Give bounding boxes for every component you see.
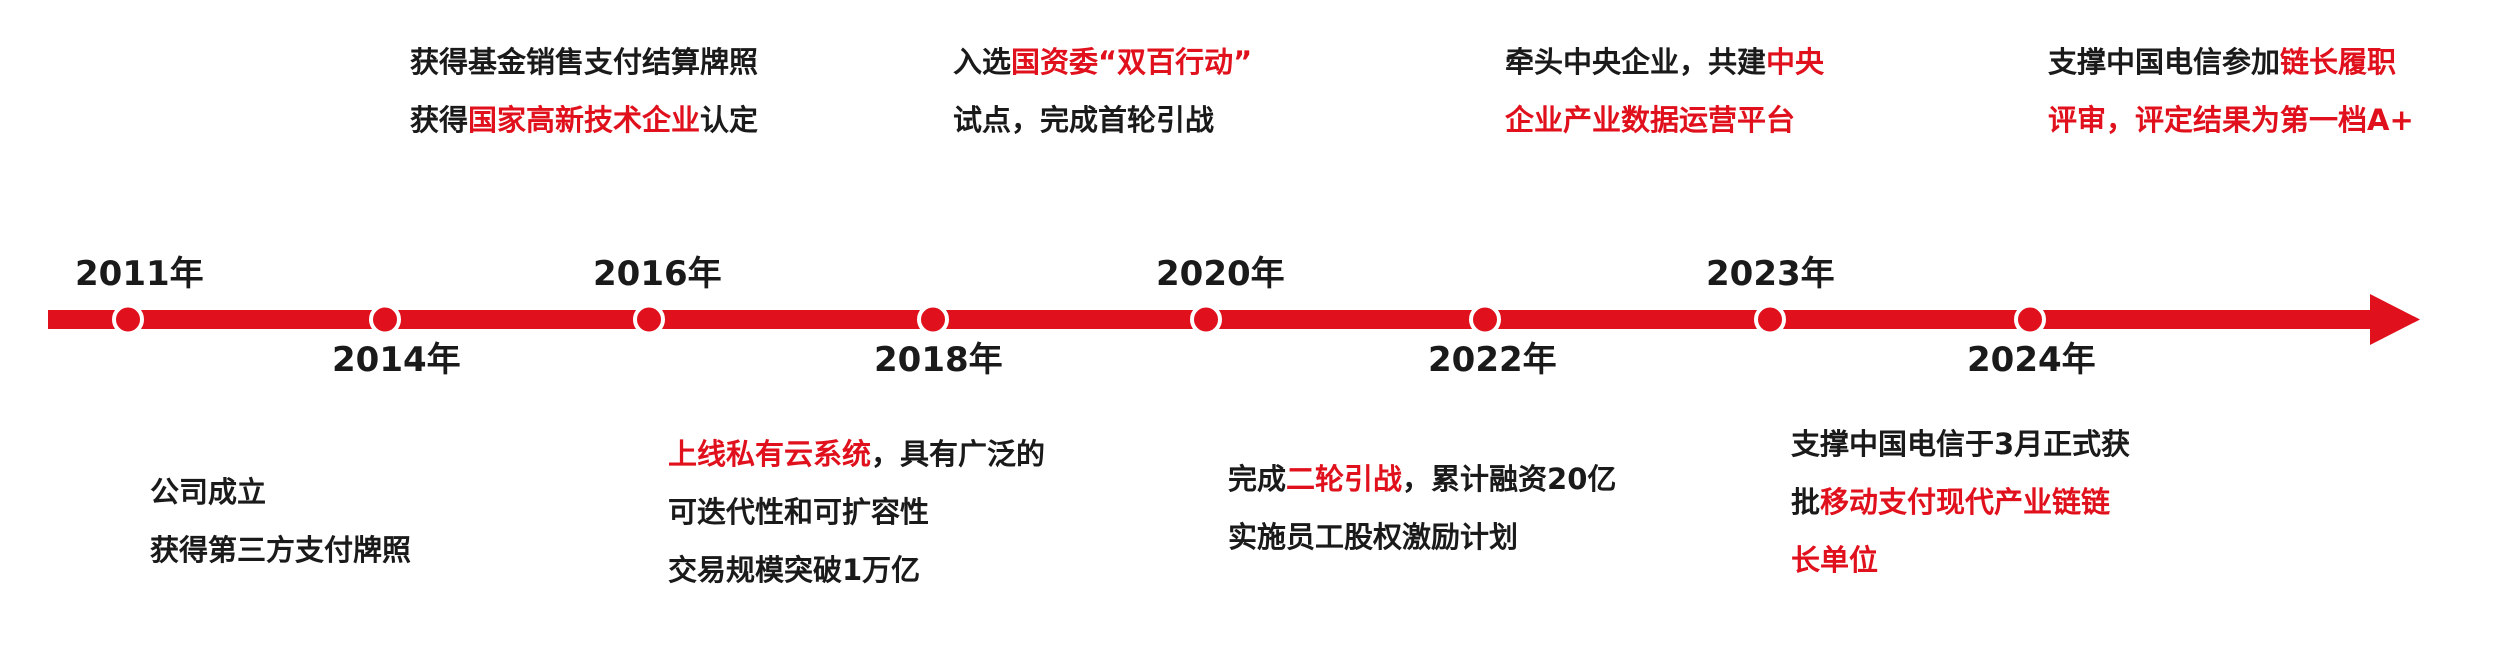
- milestone-description: 入选国资委“双百行动” 试点，完成首轮引战: [953, 33, 1252, 149]
- description-text: 公司成立: [150, 475, 267, 509]
- description-line: 企业产业数据运营平台: [1505, 91, 1824, 149]
- description-line: 公司成立: [150, 463, 411, 521]
- description-line: 试点，完成首轮引战: [953, 91, 1252, 149]
- highlighted-text: 长单位: [1791, 543, 1879, 577]
- milestone-dot: [2014, 303, 2046, 336]
- milestone-description: 上线私有云系统，具有广泛的可迭代性和可扩容性交易规模突破1万亿: [668, 425, 1045, 599]
- milestone-year: 2022年: [1428, 340, 1557, 380]
- highlighted-text: 上线私有云系统: [668, 437, 872, 471]
- description-text: 牵头中央企业，共建: [1505, 45, 1767, 79]
- timeline-arrow-head: [2370, 294, 2420, 345]
- description-text: ，累计融资20亿: [1402, 462, 1617, 496]
- description-text: 试点，完成首轮引战: [953, 103, 1215, 137]
- description-text: 实施员工股权激励计划: [1228, 520, 1519, 554]
- description-text: 支撑中国电信参加: [2048, 45, 2281, 79]
- description-line: 评审，评定结果为第一档A+: [2048, 91, 2414, 149]
- milestone-description: 支撑中国电信参加链长履职评审，评定结果为第一档A+: [2048, 33, 2414, 149]
- description-text: ，具有广泛的: [871, 437, 1046, 471]
- description-line: 入选国资委“双百行动”: [953, 33, 1252, 91]
- highlighted-text: 二轮引战: [1286, 462, 1403, 496]
- milestone-dot: [1190, 303, 1222, 336]
- milestone-year: 2011年: [75, 254, 204, 294]
- description-text: 获得: [410, 103, 469, 137]
- description-line: 获得第三方支付牌照: [150, 521, 411, 579]
- milestone-dot: [1754, 303, 1786, 336]
- description-line: 实施员工股权激励计划: [1228, 508, 1616, 566]
- highlighted-text: 国家高新技术企业: [468, 103, 701, 137]
- milestone-description: 支撑中国电信于3月正式获批移动支付现代产业链链长单位: [1791, 415, 2130, 589]
- description-text: 交易规模突破1万亿: [668, 553, 921, 587]
- description-text: 完成: [1228, 462, 1287, 496]
- description-text: 可迭代性和可扩容性: [668, 495, 930, 529]
- milestone-dot: [369, 303, 401, 336]
- description-line: 交易规模突破1万亿: [668, 541, 1045, 599]
- description-line: 上线私有云系统，具有广泛的: [668, 425, 1045, 483]
- description-line: 获得基金销售支付结算牌照: [410, 33, 758, 91]
- description-text: 入选: [953, 45, 1012, 79]
- milestone-year: 2020年: [1156, 254, 1285, 294]
- description-text: 获得基金销售支付结算牌照: [410, 45, 759, 79]
- description-line: 可迭代性和可扩容性: [668, 483, 1045, 541]
- milestone-dot: [917, 303, 949, 336]
- milestone-year: 2023年: [1706, 254, 1835, 294]
- highlighted-text: 评审，评定结果为第一档A+: [2048, 103, 2414, 137]
- milestone-year: 2024年: [1967, 340, 2096, 380]
- milestone-description: 公司成立获得第三方支付牌照: [150, 463, 411, 579]
- milestone-year: 2014年: [332, 340, 461, 380]
- description-text: 支撑中国电信于3月正式获: [1791, 427, 2131, 461]
- milestone-dot: [633, 303, 665, 336]
- milestone-description: 完成二轮引战，累计融资20亿实施员工股权激励计划: [1228, 450, 1616, 566]
- description-line: 批移动支付现代产业链链: [1791, 473, 2130, 531]
- highlighted-text: 国资委“双百行动”: [1011, 45, 1253, 79]
- milestone-description: 牵头中央企业，共建中央企业产业数据运营平台: [1505, 33, 1824, 149]
- description-line: 牵头中央企业，共建中央: [1505, 33, 1824, 91]
- highlighted-text: 移动支付现代产业链链: [1820, 485, 2111, 519]
- highlighted-text: 企业产业数据运营平台: [1505, 103, 1796, 137]
- description-line: 支撑中国电信参加链长履职: [2048, 33, 2414, 91]
- description-line: 长单位: [1791, 531, 2130, 589]
- description-text: 获得第三方支付牌照: [150, 533, 412, 567]
- milestone-dot: [112, 303, 144, 336]
- description-line: 完成二轮引战，累计融资20亿: [1228, 450, 1616, 508]
- highlighted-text: 中央: [1766, 45, 1825, 79]
- description-text: 批: [1791, 485, 1821, 519]
- milestone-year: 2016年: [593, 254, 722, 294]
- milestone-year: 2018年: [874, 340, 1003, 380]
- milestone-dot: [1469, 303, 1501, 336]
- description-line: 支撑中国电信于3月正式获: [1791, 415, 2130, 473]
- highlighted-text: 链长履职: [2280, 45, 2397, 79]
- milestone-description: 获得基金销售支付结算牌照获得国家高新技术企业认定: [410, 33, 758, 149]
- description-text: 认定: [700, 103, 759, 137]
- description-line: 获得国家高新技术企业认定: [410, 91, 758, 149]
